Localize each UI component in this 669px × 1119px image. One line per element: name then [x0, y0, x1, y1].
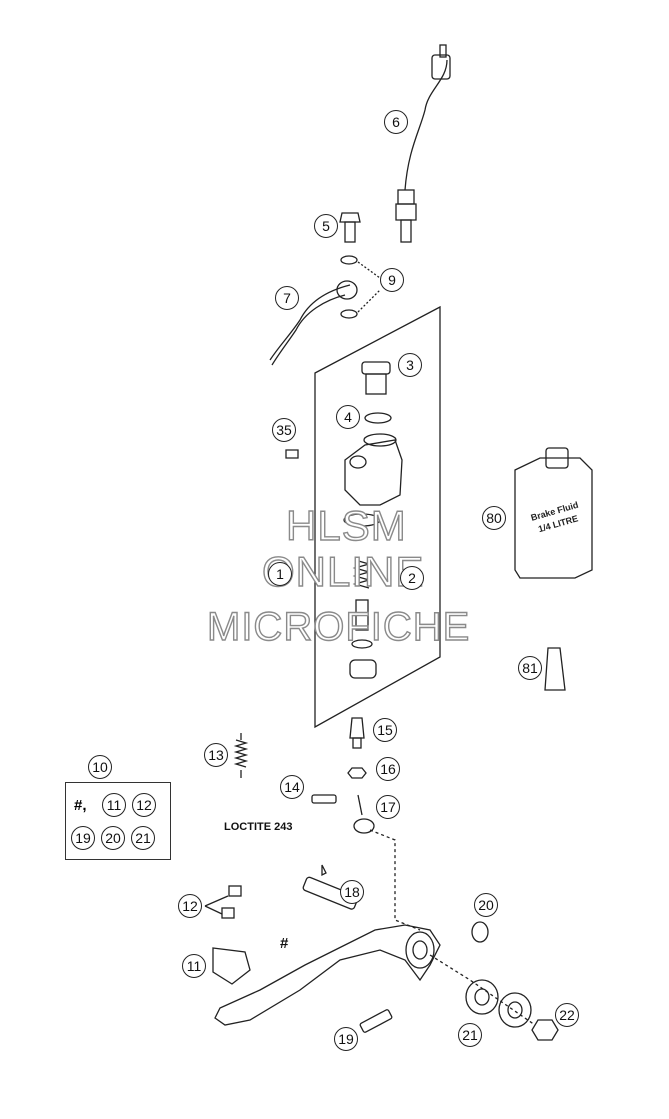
watermark-line1: HLSM [285, 501, 407, 549]
nut-22 [531, 1019, 559, 1041]
kit-row-1: #, 11 12 [74, 793, 156, 817]
callout-12: 12 [178, 894, 202, 918]
washer-bottom [340, 309, 358, 319]
callout-19: 19 [334, 1027, 358, 1051]
banjo-bolt [339, 212, 361, 223]
bearing-21b [498, 992, 532, 1028]
callout-18: 18 [340, 880, 364, 904]
clevis-17 [353, 818, 375, 834]
kit-item-12: 12 [132, 793, 156, 817]
washer-top [340, 255, 358, 265]
callout-35: 35 [272, 418, 296, 442]
callout-10: 10 [88, 755, 112, 779]
kit-hash: #, [74, 796, 87, 814]
pedal-tip [212, 947, 251, 985]
callout-3: 3 [398, 353, 422, 377]
brake-pedal [214, 924, 441, 1026]
kit-item-21: 21 [131, 826, 155, 850]
bearing-21a [465, 979, 499, 1015]
callout-1: 1 [268, 562, 292, 586]
callout-81: 81 [518, 656, 542, 680]
bolt-12a [228, 885, 242, 897]
push-rod-tip [349, 717, 365, 739]
callout-20: 20 [474, 893, 498, 917]
assembly-panel [314, 305, 441, 729]
callout-14: 14 [280, 775, 304, 799]
bushing-20 [471, 921, 489, 943]
callout-17: 17 [376, 795, 400, 819]
piston [355, 599, 369, 631]
callout-5: 5 [314, 214, 338, 238]
nut-16 [347, 767, 367, 779]
piston-spring [352, 559, 372, 589]
callout-11: 11 [182, 954, 206, 978]
screw-35 [285, 449, 299, 459]
master-cylinder [344, 439, 403, 506]
pedal-hash: # [280, 935, 289, 952]
kit-item-11: 11 [102, 793, 126, 817]
brake-hose [269, 284, 351, 361]
pin-14 [311, 794, 337, 804]
bolt-18 [302, 876, 359, 910]
brake-light-switch [397, 189, 415, 205]
callout-22: 22 [555, 1003, 579, 1027]
callout-16: 16 [376, 757, 400, 781]
callout-9: 9 [380, 268, 404, 292]
bolt-12b [221, 907, 235, 919]
callout-7: 7 [275, 286, 299, 310]
callout-21: 21 [458, 1023, 482, 1047]
reservoir-cap [361, 361, 391, 375]
grease-tube [544, 647, 566, 691]
watermark-line3: MICROFICHE [206, 604, 471, 649]
brake-fluid-bottle [514, 457, 593, 579]
kit-box: #, 11 12 19 20 21 [65, 782, 171, 860]
callout-6: 6 [384, 110, 408, 134]
callout-4: 4 [336, 405, 360, 429]
boot [349, 659, 377, 679]
o-ring [364, 412, 392, 424]
callout-13: 13 [204, 743, 228, 767]
loctite-note: LOCTITE 243 [224, 821, 293, 833]
kit-item-19: 19 [71, 826, 95, 850]
callout-15: 15 [373, 718, 397, 742]
kit-row-2: 19 20 21 [71, 826, 155, 850]
kit-item-20: 20 [101, 826, 125, 850]
bolt-19 [359, 1009, 393, 1033]
return-spring [233, 739, 249, 768]
callout-2: 2 [400, 566, 424, 590]
wire-connector [431, 54, 451, 80]
callout-80: 80 [482, 506, 506, 530]
brake-light-switch-wire [404, 59, 448, 191]
